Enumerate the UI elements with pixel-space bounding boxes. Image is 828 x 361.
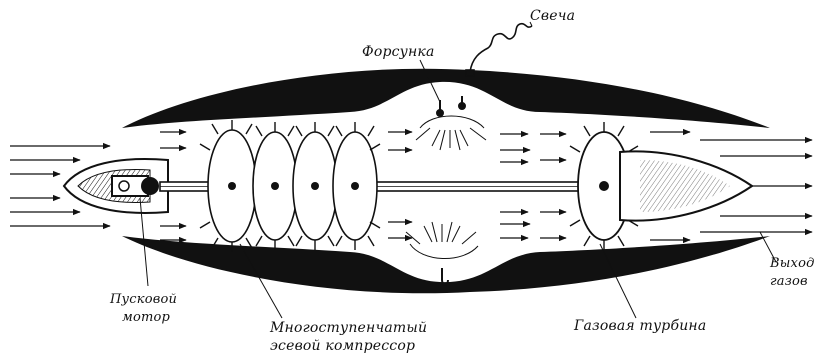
combustion-upper (416, 116, 486, 150)
combustion-lower (406, 222, 478, 259)
label-injector: Форсунка (362, 44, 435, 60)
label-exhaust-line2: газов (770, 274, 808, 290)
label-compressor-line2: эсевой компрессор (270, 338, 415, 354)
fuel-injector-upper (437, 96, 465, 116)
spark-plug (466, 24, 532, 76)
label-spark-plug: Свеча (530, 8, 575, 24)
upper-casing (122, 69, 770, 128)
label-exhaust-line1: Выход (770, 256, 815, 272)
label-compressor-line1: Многоступенчатый (270, 320, 427, 336)
fuel-injector-lower (442, 268, 448, 285)
starter-motor (112, 176, 159, 196)
label-starter-motor-line2: мотор (122, 310, 170, 326)
label-gas-turbine: Газовая турбина (574, 318, 706, 334)
label-starter-motor-line1: Пусковой (110, 292, 177, 308)
